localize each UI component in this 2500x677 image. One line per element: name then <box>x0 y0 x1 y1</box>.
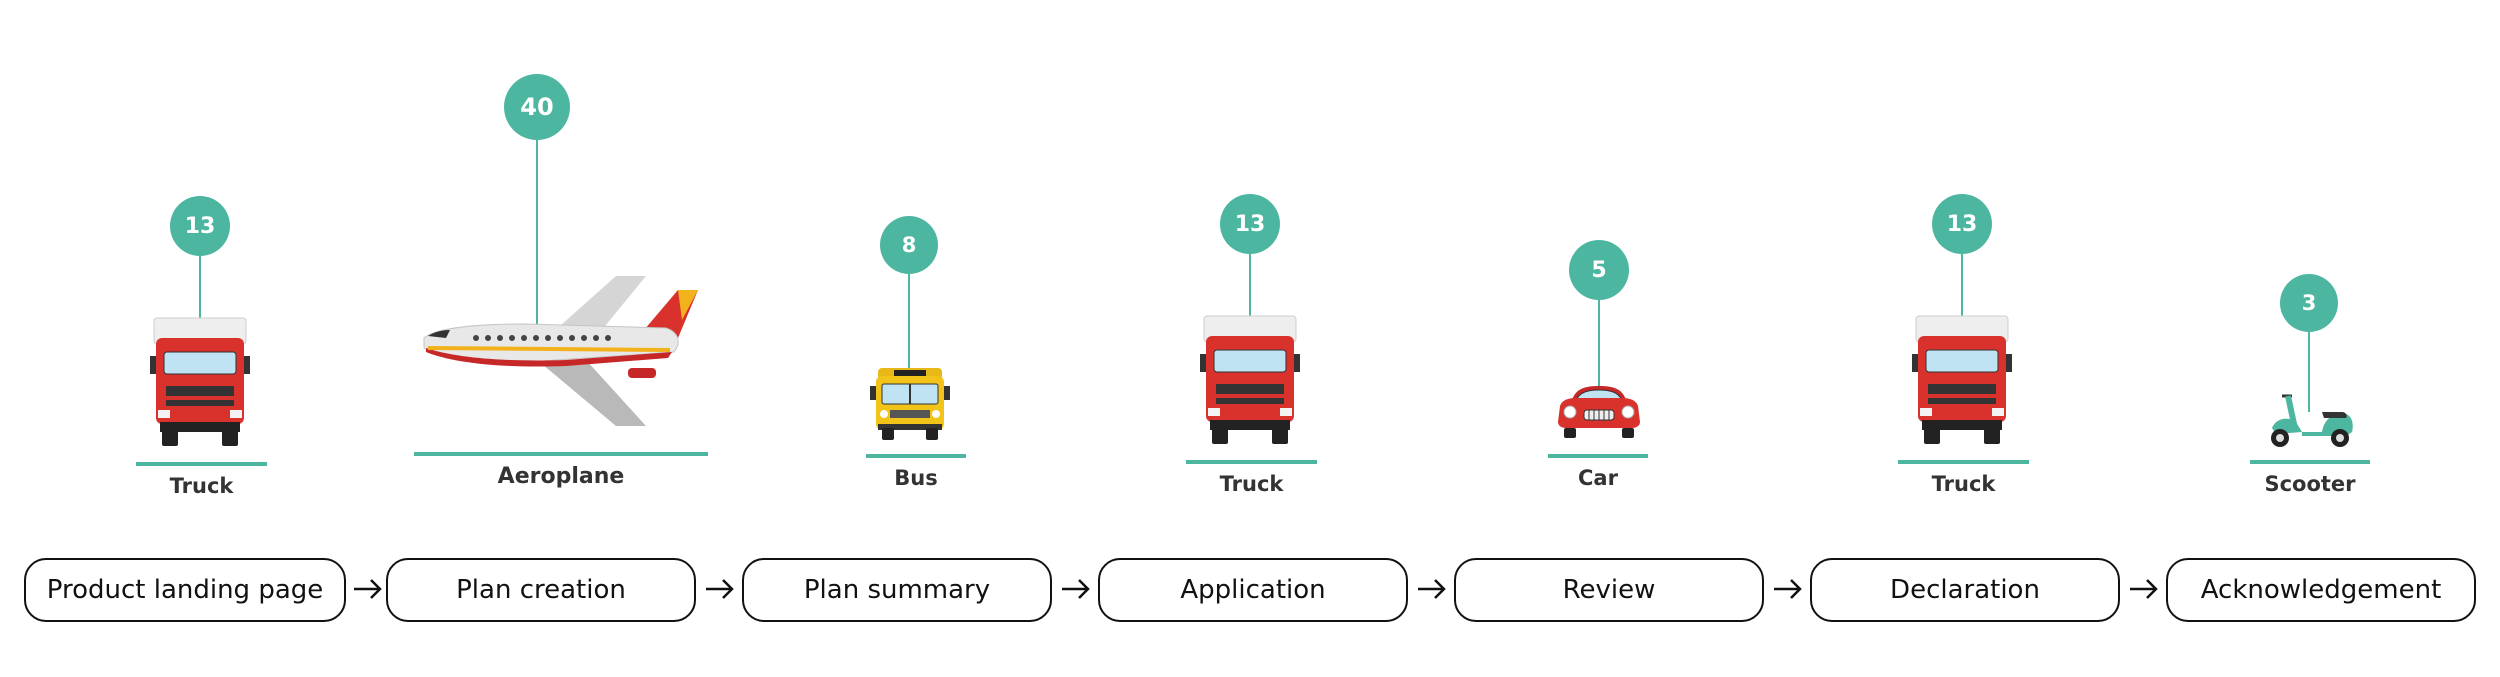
step-plan-summary[interactable]: Plan summary <box>742 558 1052 622</box>
count-bubble: 40 <box>504 74 570 140</box>
vehicle-base-line <box>866 454 966 458</box>
car-icon <box>1558 386 1640 438</box>
vehicle-base-line <box>1898 460 2029 464</box>
vehicle-label: Bus <box>894 466 938 490</box>
truck-icon <box>150 317 250 446</box>
count-stem <box>1598 300 1600 390</box>
count-bubble: 3 <box>2280 274 2338 332</box>
vehicle-base-line <box>1186 460 1317 464</box>
vehicle-base-line <box>136 462 267 466</box>
aeroplane-icon <box>423 276 698 426</box>
truck-icon <box>1912 315 2012 444</box>
count-bubble: 5 <box>1569 240 1629 300</box>
scooter-icon <box>2271 394 2353 447</box>
vehicle-label: Truck <box>169 474 234 498</box>
arrow-right-icon <box>354 579 382 599</box>
count-bubble: 13 <box>1220 194 1280 254</box>
arrow-right-icon <box>1062 579 1090 599</box>
vehicle-label: Truck <box>1219 472 1284 496</box>
step-acknowledgement[interactable]: Acknowledgement <box>2166 558 2476 622</box>
truck-icon <box>1200 315 1300 444</box>
count-stem <box>908 274 910 378</box>
vehicle-label: Scooter <box>2264 472 2356 496</box>
arrow-right-icon <box>1774 579 1802 599</box>
step-product-landing-page[interactable]: Product landing page <box>24 558 346 622</box>
step-plan-creation[interactable]: Plan creation <box>386 558 696 622</box>
step-application[interactable]: Application <box>1098 558 1408 622</box>
count-bubble: 8 <box>880 216 938 274</box>
vehicle-base-line <box>1548 454 1648 458</box>
count-stem <box>1249 254 1251 316</box>
count-bubble: 13 <box>1932 194 1992 254</box>
vehicle-base-line <box>2250 460 2370 464</box>
count-stem <box>536 140 538 330</box>
count-stem <box>1961 254 1963 316</box>
arrow-right-icon <box>2130 579 2158 599</box>
count-stem <box>2308 332 2310 412</box>
count-stem <box>199 256 201 318</box>
step-declaration[interactable]: Declaration <box>1810 558 2120 622</box>
arrow-right-icon <box>706 579 734 599</box>
step-review[interactable]: Review <box>1454 558 1764 622</box>
arrow-right-icon <box>1418 579 1446 599</box>
vehicle-label: Truck <box>1931 472 1996 496</box>
bus-icon <box>870 368 950 440</box>
vehicle-base-line <box>414 452 708 456</box>
count-bubble: 13 <box>170 196 230 256</box>
vehicle-label: Car <box>1578 466 1618 490</box>
vehicle-label: Aeroplane <box>497 464 625 489</box>
